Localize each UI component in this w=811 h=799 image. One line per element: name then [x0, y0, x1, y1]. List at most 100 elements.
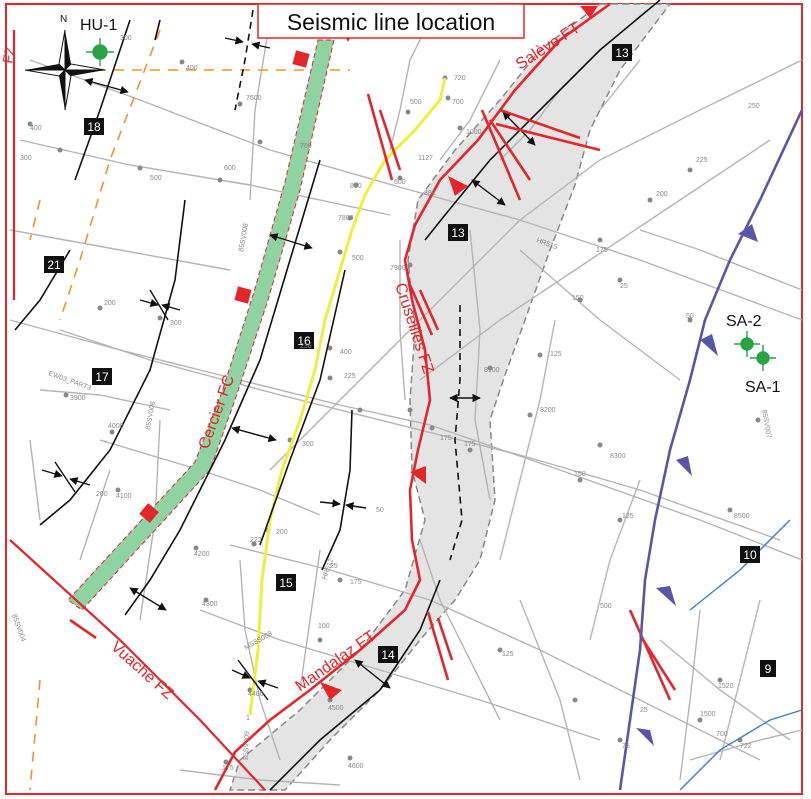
- shotpoint-label: 1520: [718, 683, 734, 690]
- syncline-symbol: [224, 36, 244, 45]
- seismic-line: [419, 139, 771, 381]
- syncline-symbol: [161, 302, 181, 312]
- shotpoint-label: 225: [696, 157, 708, 164]
- shotpoint-label: 3900: [70, 395, 86, 402]
- vuache-fault: [9, 539, 266, 791]
- seismic-line: [179, 769, 341, 786]
- shotpoint-label: 4500: [328, 705, 344, 712]
- box-15: 15: [279, 576, 293, 590]
- shotpoint-label: 7900: [390, 265, 406, 272]
- line-name: 85SV008: [145, 401, 157, 431]
- seismic-line: [469, 229, 491, 501]
- shotpoint-label: 50: [686, 313, 694, 320]
- fold-axes: [14, 0, 661, 791]
- shotpoint-label: 722: [740, 743, 752, 750]
- shotpoint-label: 300: [302, 441, 314, 448]
- shotpoint-label: 400: [30, 125, 42, 132]
- shotpoint-label: 500: [352, 255, 364, 262]
- shotpoint-label: 4200: [194, 551, 210, 558]
- seismic-line: [519, 249, 681, 381]
- shotpoint-label: 700: [716, 731, 728, 738]
- anticline-symbol: [269, 233, 313, 250]
- shotpoint-label: 500: [410, 99, 422, 106]
- shotpoint-label: 225: [344, 373, 356, 380]
- seismic-line: [499, 319, 556, 561]
- seismic-line: [519, 599, 581, 781]
- anticline-symbol: [471, 179, 506, 206]
- seismic-line: [29, 439, 41, 521]
- shotpoint-label: 25: [620, 283, 628, 290]
- shotpoint-label: 300: [120, 35, 132, 42]
- shotpoint-label: 300: [20, 155, 32, 162]
- anticline-symbol: [354, 659, 391, 689]
- shotpoint-label: 175: [464, 441, 476, 448]
- shotpoint-label: 25: [640, 707, 648, 714]
- shotpoint-label: 1: [246, 715, 250, 722]
- seismic-line: [659, 639, 791, 741]
- shotpoint-label: 25: [330, 563, 338, 570]
- shotpoint-label: 500: [150, 175, 162, 182]
- shotpoint-label: 7800: [338, 215, 354, 222]
- box-9: 9: [765, 662, 772, 676]
- seismic-line: [679, 609, 701, 781]
- shotpoint-label: 1000: [466, 129, 482, 136]
- seismic-line: [239, 559, 281, 761]
- shotpoint-label: 150: [574, 471, 586, 478]
- seismic-line: [79, 469, 111, 561]
- seismic-line: [419, 539, 501, 721]
- box-16: 16: [297, 334, 311, 348]
- box-13a: 13: [615, 46, 629, 60]
- thrust-teeth-blue: [636, 224, 758, 746]
- shotpoint-label: 1127: [418, 155, 433, 162]
- line-name: 85SV008: [238, 223, 250, 253]
- map-frame: [5, 3, 803, 795]
- box-18: 18: [87, 120, 101, 134]
- seismic-line: [229, 544, 761, 761]
- shotpoint-label: 125: [502, 651, 514, 658]
- seismic-line: [589, 479, 641, 641]
- shotpoint-label: 175: [222, 765, 234, 772]
- seismic-line: [399, 240, 406, 401]
- line-name: 85SV009: [243, 731, 251, 760]
- anticline-symbol: [231, 425, 277, 443]
- seismic-line: [299, 549, 321, 691]
- shotpoint-label: 236: [300, 343, 312, 350]
- shotpoint-label: 500: [600, 603, 612, 610]
- shotpoint-label: 1500: [700, 711, 716, 718]
- shotpoint-label: 200: [276, 529, 288, 536]
- shotpoint-label: 200: [656, 191, 668, 198]
- map-title: Seismic line location: [287, 9, 495, 35]
- yellow-seismic-line: [248, 77, 447, 716]
- shotpoint-label: 4400: [248, 691, 264, 698]
- number-boxes: 18 13 13 21 16 17 15 14 10 9: [44, 44, 776, 677]
- top-left-fz-label: FZ: [0, 44, 18, 64]
- cercier-teeth: [139, 50, 310, 523]
- shotpoint-label: 125: [550, 351, 562, 358]
- shotpoint-label: 300: [170, 320, 182, 327]
- well-sa2-label: SA-2: [726, 313, 762, 330]
- seismic-lines: [9, 19, 803, 786]
- shotpoint-label: 75: [622, 743, 630, 750]
- shotpoint-label: 600: [394, 179, 406, 186]
- well-hu1-label: HU-1: [80, 17, 117, 34]
- compass-star-icon: [24, 29, 106, 111]
- shaded-zone: [228, 3, 672, 791]
- shotpoint-label: 175: [350, 579, 362, 586]
- box-14: 14: [381, 648, 395, 662]
- syncline-symbol: [345, 501, 367, 511]
- shotpoint-label: 200: [104, 300, 116, 307]
- syncline-symbol: [69, 477, 91, 486]
- shotpoint-label: 222: [250, 537, 262, 544]
- box-10: 10: [743, 548, 757, 562]
- seismic-line: [59, 329, 781, 541]
- box-21: 21: [47, 258, 61, 272]
- shotpoint-label: 8300: [610, 453, 626, 460]
- box-17: 17: [95, 370, 109, 384]
- shotpoint-labels: 720 700 1000 1127 500 600 888 800 7800 5…: [20, 35, 760, 772]
- seismic-line: [9, 229, 231, 271]
- syncline-symbol: [41, 469, 63, 478]
- shotpoint-label: 8100: [484, 367, 500, 374]
- dashed-axes: [234, 9, 463, 561]
- shotpoint-label: 700: [452, 99, 464, 106]
